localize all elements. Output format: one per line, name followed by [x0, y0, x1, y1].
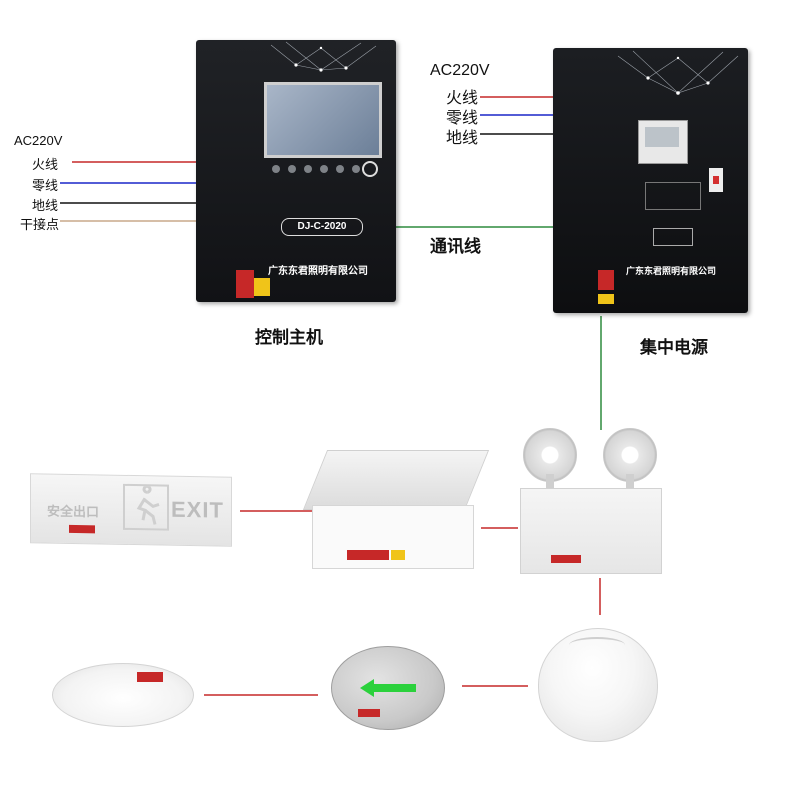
breaker-switch-icon	[709, 168, 723, 192]
certification-badge-icon	[598, 270, 614, 290]
ac-voltage-label-left: AC220V	[14, 133, 63, 148]
neutral-label-left: 零线	[32, 178, 59, 193]
product-tag-icon	[358, 709, 380, 717]
dome-emergency-lamp	[538, 628, 658, 742]
button-5-icon	[336, 165, 344, 173]
central-power-supply: 广东东君照明有限公司	[553, 48, 748, 313]
control-host-caption: 控制主机	[255, 328, 323, 347]
live-label-left: 火线	[32, 157, 59, 172]
exit-sign-text: EXIT	[171, 496, 224, 523]
cert-sticker-icon	[254, 278, 270, 296]
network-pattern-icon	[270, 41, 377, 72]
product-tag-icon	[69, 524, 95, 534]
comm-line-label: 通讯线	[430, 237, 481, 256]
network-pattern-icon	[617, 50, 739, 95]
product-tag-icon	[347, 550, 389, 560]
exit-sign-lamp: 安全出口 EXIT	[30, 473, 232, 547]
green-arrow-left-icon	[360, 679, 416, 697]
square-emergency-lamp	[312, 505, 474, 569]
ground-label-left: 地线	[32, 198, 59, 213]
floor-indicator-lamp	[331, 646, 445, 730]
company-name-host: 广东东君照明有限公司	[268, 266, 368, 277]
lcd-screen	[264, 82, 382, 158]
product-tag-icon	[137, 672, 163, 682]
product-tag-icon	[551, 555, 581, 563]
button-1-icon	[272, 165, 280, 173]
model-label: DJ-C-2020	[281, 218, 363, 236]
power-meter-display	[638, 120, 688, 164]
key-switch-icon	[362, 161, 378, 177]
control-buttons	[272, 165, 382, 185]
square-lamp-top	[302, 450, 490, 510]
lamp-stem-right	[626, 474, 634, 496]
neutral-label-right: 零线	[446, 110, 479, 127]
lamp-head-right-icon	[603, 428, 657, 482]
ground-label-right: 地线	[446, 130, 479, 147]
certification-badge-icon	[236, 270, 254, 298]
warning-label-icon	[653, 228, 693, 246]
live-label-right: 火线	[446, 90, 479, 107]
control-host: DJ-C-2020 广东东君照明有限公司	[196, 40, 396, 302]
round-ceiling-lamp	[52, 663, 194, 727]
button-4-icon	[320, 165, 328, 173]
ac-voltage-label-right: AC220V	[430, 62, 490, 79]
power-supply-caption: 集中电源	[640, 338, 708, 357]
company-name-psu: 广东东君照明有限公司	[626, 266, 717, 276]
button-3-icon	[304, 165, 312, 173]
button-2-icon	[288, 165, 296, 173]
cert-sticker-icon	[391, 550, 405, 560]
button-6-icon	[352, 165, 360, 173]
exit-sign-cn-text: 安全出口	[47, 503, 100, 520]
twin-head-emergency-lamp	[520, 488, 662, 574]
rating-panel	[645, 182, 701, 210]
running-man-icon	[123, 483, 169, 531]
lamp-stem-left	[546, 474, 554, 496]
cert-sticker-icon	[598, 294, 614, 304]
dry-contact-label: 干接点	[20, 217, 60, 232]
